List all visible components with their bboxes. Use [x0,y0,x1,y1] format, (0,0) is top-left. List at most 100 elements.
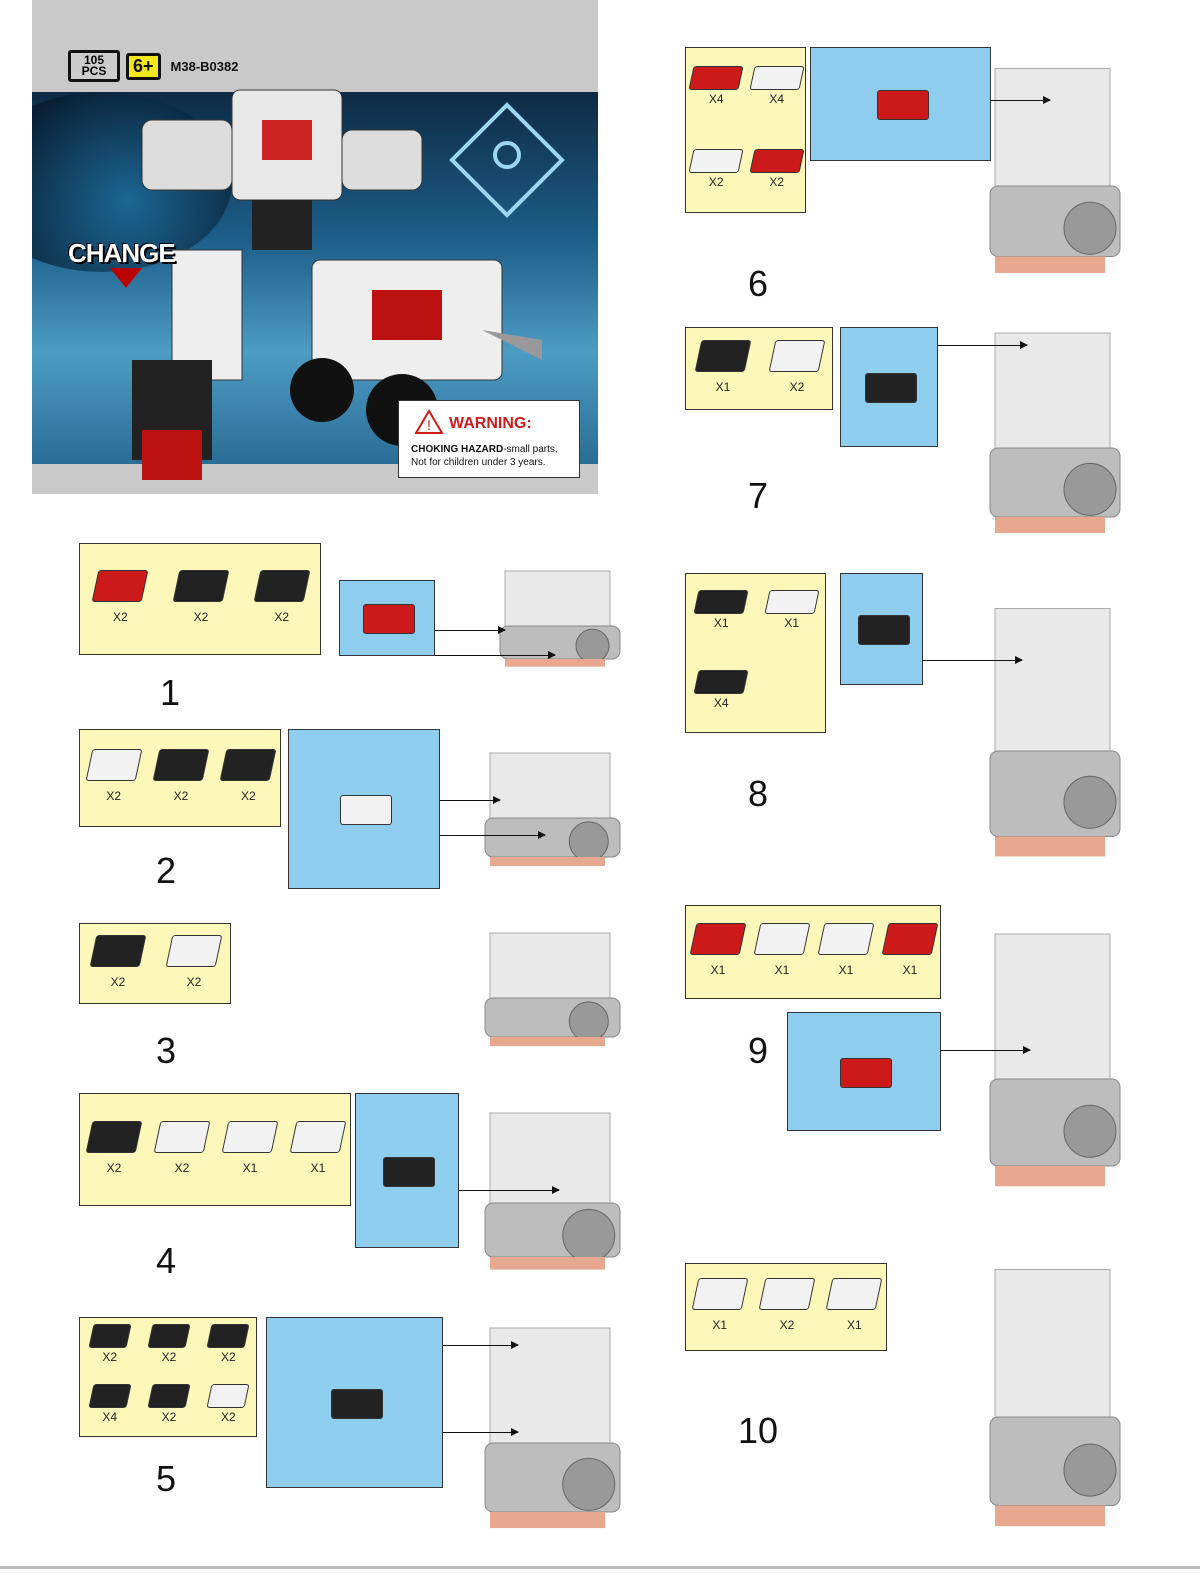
change-logo: CHANGE [68,238,176,268]
part-quantity: X4 [708,91,724,106]
brick-icon [688,148,744,173]
part-item: X1 [220,1120,280,1175]
part-item: X2 [252,570,312,624]
part-item: X2 [198,1384,258,1424]
arrow-icon [443,1341,519,1349]
part-quantity: X2 [789,379,805,394]
brick-icon [689,923,747,955]
brick-icon [91,570,149,602]
part-quantity: X4 [102,1410,118,1424]
warning-title: WARNING: [449,415,532,432]
part-item: X1 [288,1120,348,1175]
part-quantity: X4 [769,91,785,106]
part-item: X2 [84,1120,144,1175]
part-quantity: X1 [710,963,726,977]
part-quantity: X2 [708,174,724,189]
brick-icon [817,923,875,955]
part-item: X2 [139,1324,199,1364]
brick-icon [694,339,752,372]
model-code: M38-B0382 [170,58,239,74]
model-assembly-step-9 [985,905,1125,1195]
part-quantity: X2 [106,789,121,803]
brick-icon [693,590,749,614]
brick-icon [153,1120,211,1153]
age-rating: 6+ [126,52,161,80]
part-item: X1 [688,923,748,977]
part-item: X2 [218,749,278,803]
emblem-logo [449,102,565,218]
arrow-icon [922,656,1023,664]
part-item: X4 [80,1384,140,1424]
model-assembly-step-8 [985,580,1125,865]
assembly-callout-step-2 [288,729,440,889]
step-number: 1 [160,672,181,713]
part-quantity: X2 [102,1350,118,1364]
part-item: X2 [84,749,144,803]
step-number: 3 [156,1030,177,1071]
brick-icon [152,749,210,781]
brick-icon [88,1384,132,1408]
brick-icon [691,1278,749,1310]
model-assembly-step-5 [480,1305,625,1535]
part-quantity: X2 [161,1410,177,1424]
callout-brick-icon [363,604,415,634]
part-item: X2 [151,749,211,803]
assembly-callout-step-4 [355,1093,459,1248]
part-item: X2 [686,148,746,189]
part-quantity: X4 [713,696,729,710]
svg-text:!: ! [427,417,431,433]
model-assembly-step-4 [480,1095,625,1275]
part-item: X2 [139,1384,199,1424]
page-divider [0,1566,1200,1569]
model-assembly-step-1 [495,560,625,670]
brick-icon [688,65,744,90]
warning-line-2: Not for children under 3 years. [411,457,546,468]
robot-illustration [132,89,542,480]
callout-brick-icon [330,1388,383,1419]
brick-icon [253,570,311,602]
model-drawing [989,933,1121,1187]
model-assembly-step-3 [480,920,625,1050]
model-assembly-step-10 [985,1240,1125,1535]
part-item: X1 [824,1278,884,1332]
part-quantity: X1 [713,616,729,630]
part-item: X1 [693,339,753,394]
part-quantity: X2 [220,1350,236,1364]
part-quantity: X1 [242,1160,258,1175]
part-quantity: X2 [186,974,202,989]
brick-icon [147,1324,191,1348]
step-number: 10 [738,1410,779,1451]
arrow-icon [443,1428,519,1436]
arrow-icon [940,1046,1031,1054]
brick-icon [221,1120,279,1153]
assembly-callout-step-6 [810,47,991,161]
step-number: 5 [156,1458,177,1499]
brick-icon [825,1278,883,1310]
part-item: X4 [747,65,807,106]
callout-brick-icon [340,795,392,825]
part-item: X2 [767,339,827,394]
step-number: 6 [748,263,769,304]
brick-icon [85,749,143,781]
step-number: 7 [748,475,769,516]
brick-icon [764,590,820,614]
arrow-icon [990,96,1051,104]
assembly-callout-step-9 [787,1012,941,1131]
piece-count-value: 105 [83,53,105,67]
brick-icon [749,148,805,173]
brick-icon [89,934,147,967]
brick-icon [206,1384,250,1408]
part-item: X1 [691,590,751,630]
model-drawing [484,1112,621,1270]
model-drawing [989,332,1121,534]
model-drawing [989,608,1121,857]
brick-icon [749,65,805,90]
part-item: X2 [88,934,148,989]
